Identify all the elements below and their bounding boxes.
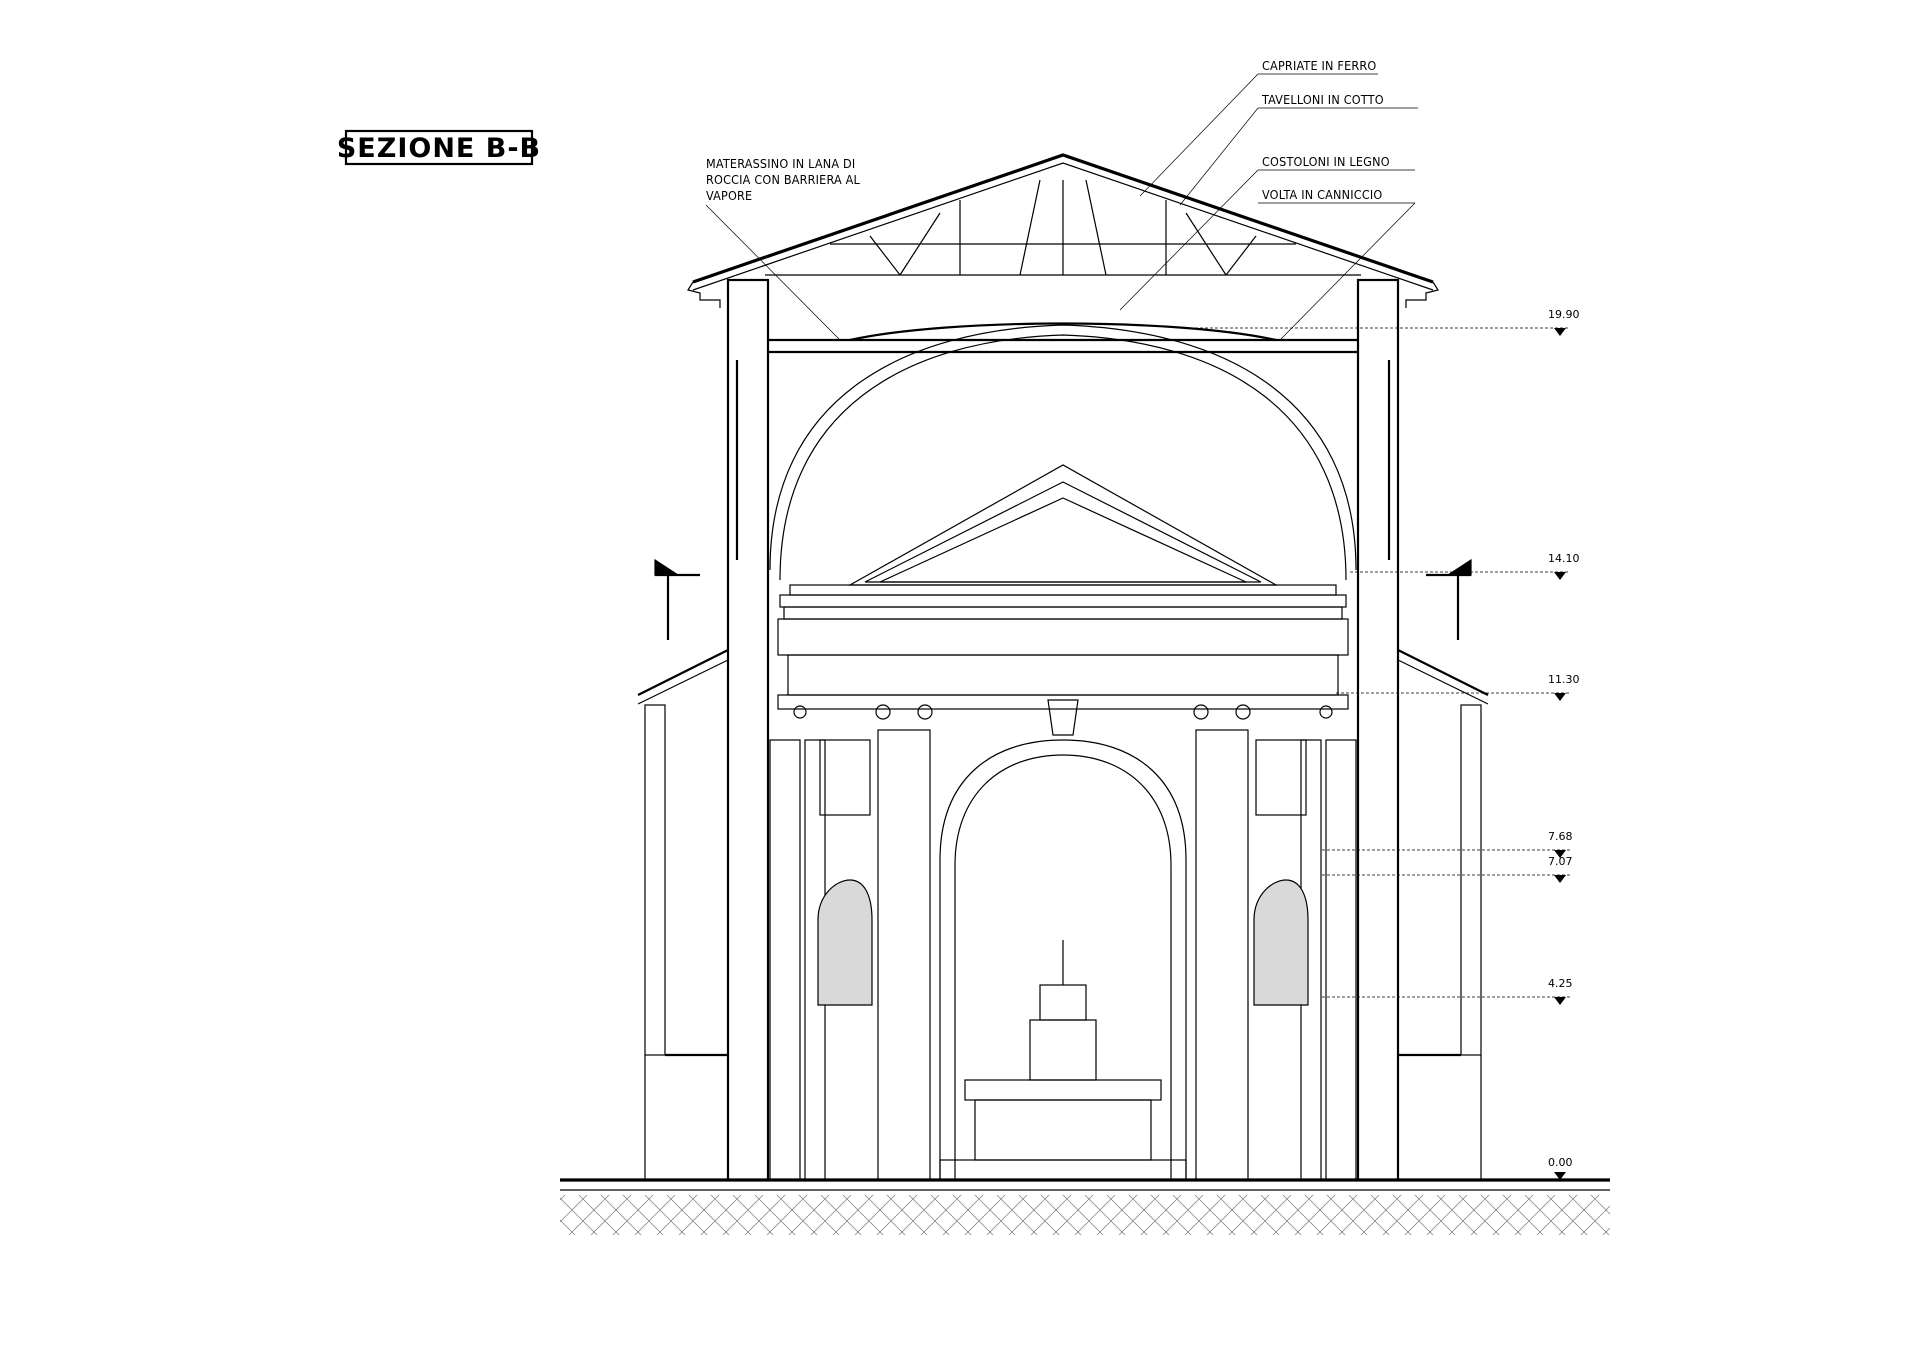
note-costoloni: COSTOLONI IN LEGNO [1262,154,1390,169]
svg-text:7.07: 7.07 [1548,855,1573,868]
level-1410: 14.10 [1350,552,1580,580]
entablature [777,584,1349,710]
side-aisles [637,558,1489,1180]
annotations: MATERASSINO IN LANA DI ROCCIA CON BARRIE… [705,58,1418,341]
level-707: 7.07 [1322,855,1573,883]
svg-text:7.68: 7.68 [1548,830,1573,843]
note-line-2: ROCCIA CON BARRIERA AL [706,172,861,187]
level-000: 0.00 [1548,1156,1573,1180]
pediment [847,464,1279,586]
svg-text:0.00: 0.00 [1548,1156,1573,1169]
note-volta: VOLTA IN CANNICCIO [1262,187,1382,202]
level-markers: 19.90 14.10 11.30 7.68 7.07 4.25 [1190,308,1580,1180]
roof [687,153,1439,308]
svg-text:11.30: 11.30 [1548,673,1580,686]
ionic-capitals [793,704,1333,720]
svg-text:19.90: 19.90 [1548,308,1580,321]
level-425: 4.25 [1322,977,1573,1005]
note-line-1: MATERASSINO IN LANA DI [706,156,855,171]
ground [560,1178,1610,1235]
level-1990: 19.90 [1190,308,1580,336]
note-tavelloni: TAVELLONI IN COTTO [1261,92,1384,107]
title-block: SEZIONE B-B [337,129,541,166]
outer-walls [726,278,1400,1182]
drawing-title: SEZIONE B-B [337,133,541,164]
central-arch [939,699,1187,1180]
level-1130: 11.30 [1336,673,1580,701]
vault [769,322,1357,581]
iron-truss [765,179,1361,276]
svg-text:4.25: 4.25 [1548,977,1573,990]
level-768: 7.68 [1322,830,1573,858]
niches [817,739,1309,1006]
note-capriate: CAPRIATE IN FERRO [1262,58,1376,73]
altar [939,940,1187,1181]
svg-text:14.10: 14.10 [1548,552,1580,565]
note-line-3: VAPORE [706,188,752,203]
